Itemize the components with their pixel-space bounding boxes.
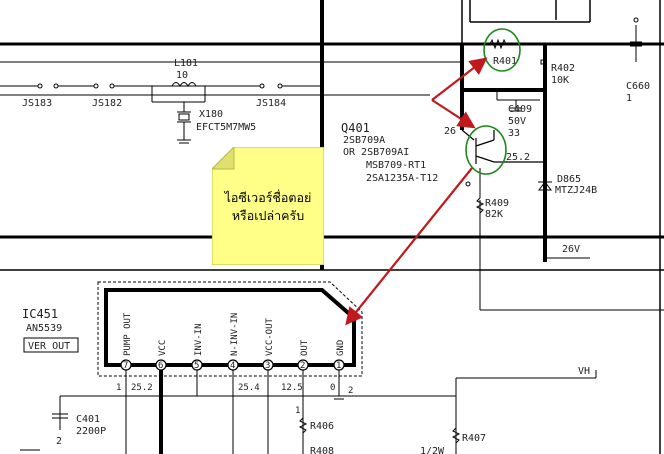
- r402-value: 10K: [551, 75, 569, 86]
- pin-1-number: 1: [336, 361, 341, 371]
- c409-label: C409: [508, 104, 532, 115]
- sticky-note: ไอซีเวอร์ชื่อตอย่ หรือเปล่าครับ: [210, 145, 325, 266]
- transistor-q401: [461, 129, 545, 164]
- js184-label: JS184: [256, 98, 286, 109]
- x180-label: X180: [199, 109, 223, 120]
- r409-value: 82K: [485, 209, 503, 220]
- pin-3-name: VCC-OUT: [265, 317, 275, 356]
- pin-4-name: N-INV-IN: [230, 313, 240, 356]
- pin-2-name: OUT: [300, 339, 310, 356]
- pin-7-voltage: 25.2: [131, 383, 153, 393]
- ic451-label: IC451: [22, 307, 58, 321]
- highlight-circle-q401: [465, 125, 507, 175]
- w12-label: 1/2W: [420, 446, 445, 454]
- ic451-outline-dashed: [97, 281, 363, 377]
- zener-d865: [538, 181, 552, 191]
- resistor-r401: [489, 38, 507, 50]
- q401-part3: MSB709-RT1: [366, 160, 426, 171]
- capacitor-c409: [496, 90, 540, 112]
- pin-4-number: 4: [230, 361, 235, 371]
- sticky-note-line-1: ไอซีเวอร์ชื่อตอย่: [224, 190, 312, 205]
- d865-label: D865: [557, 174, 581, 185]
- ic-pin-3: 3 VCC-OUT: [262, 317, 275, 454]
- c660-label: C660: [626, 81, 650, 92]
- capacitor-c660: [630, 17, 642, 62]
- c660-value: 1: [626, 93, 632, 104]
- pin-2-left: 1: [295, 406, 300, 416]
- pin-4-voltage: 25.4: [238, 383, 260, 393]
- ic-pin-5: 5 INV-IN: [191, 323, 204, 396]
- pin-6-name: VCC: [158, 340, 168, 356]
- r402-label: R402: [551, 63, 575, 74]
- sticky-note-text: ไอซีเวอร์ชื่อตอย่ หรือเปล่าครับ: [212, 189, 324, 225]
- annotation-arrows: [345, 57, 488, 326]
- pin-1-name: GND: [336, 340, 346, 356]
- resistor-r402: [540, 50, 546, 65]
- ic451-body: [104, 288, 356, 367]
- jumpers: [0, 83, 322, 89]
- v26-label: 26V: [562, 244, 580, 255]
- d865-part: MTZJ24B: [555, 185, 597, 196]
- pin-1-right: 2: [348, 386, 353, 396]
- l181-label: L181: [174, 58, 198, 69]
- pin-1-voltage: 0: [330, 383, 335, 393]
- r406-label: R406: [310, 421, 334, 432]
- js182-label: JS182: [92, 98, 122, 109]
- r407-label: R407: [462, 433, 486, 444]
- c401-value: 2200P: [76, 426, 106, 437]
- pin-5-name: INV-IN: [194, 323, 204, 356]
- q401-label: Q401: [341, 121, 370, 135]
- node-26-label: 26: [444, 126, 456, 137]
- q401-part1: 2SB709A: [343, 135, 385, 146]
- c401-label: C401: [76, 414, 100, 425]
- pin-7-name: PUMP OUT: [123, 312, 133, 356]
- r408-label: R408: [310, 446, 334, 454]
- l181-value: 10: [176, 70, 188, 81]
- ic-pin-6: 6 VCC: [155, 340, 168, 454]
- pin-5-number: 5: [194, 361, 199, 371]
- js183-label: JS183: [22, 98, 52, 109]
- c409-value: 33: [508, 128, 520, 139]
- pin-2-number: 2: [300, 361, 305, 371]
- ic451-pins: 7 PUMP OUT 25.2 1 6 VCC 5 INV-IN 4 N-INV…: [116, 312, 353, 454]
- q401-part4: 2SA1235A-T12: [366, 173, 438, 184]
- x180-part: EFCT5M7MW5: [196, 122, 256, 133]
- pin-7-left: 1: [116, 383, 121, 393]
- v25-2-label: 25.2: [506, 152, 530, 163]
- ver-out-box: [23, 337, 79, 353]
- pin-2-voltage: 12.5: [281, 383, 303, 393]
- vh-label: VH: [578, 366, 590, 377]
- crystal-x180: [177, 102, 191, 144]
- q401-part2: OR 2SB709AI: [343, 147, 409, 158]
- ic-pin-7: 7 PUMP OUT 25.2 1: [116, 312, 153, 454]
- r401-label: R401: [493, 56, 517, 67]
- inductor-l181: [151, 82, 206, 103]
- sticky-note-line-2: หรือเปล่าครับ: [231, 208, 305, 223]
- lower-wiring: [20, 370, 597, 454]
- pin-7-number: 7: [123, 361, 128, 371]
- c409-volt: 50V: [508, 116, 526, 127]
- ver-out-label: VER OUT: [28, 341, 70, 352]
- ic-pin-4: 4 N-INV-IN 25.4: [227, 313, 260, 454]
- r409-label: R409: [485, 198, 509, 209]
- ic-pin-2: 2 OUT 12.5 1: [281, 339, 310, 454]
- highlight-circle-r401: [483, 28, 521, 72]
- ic-pin-1: 1 GND 0 2: [330, 340, 353, 400]
- pin-3-number: 3: [265, 361, 270, 371]
- ic451-part: AN5539: [26, 323, 62, 334]
- c401-pin: 2: [56, 436, 62, 447]
- pin-6-number: 6: [158, 361, 163, 371]
